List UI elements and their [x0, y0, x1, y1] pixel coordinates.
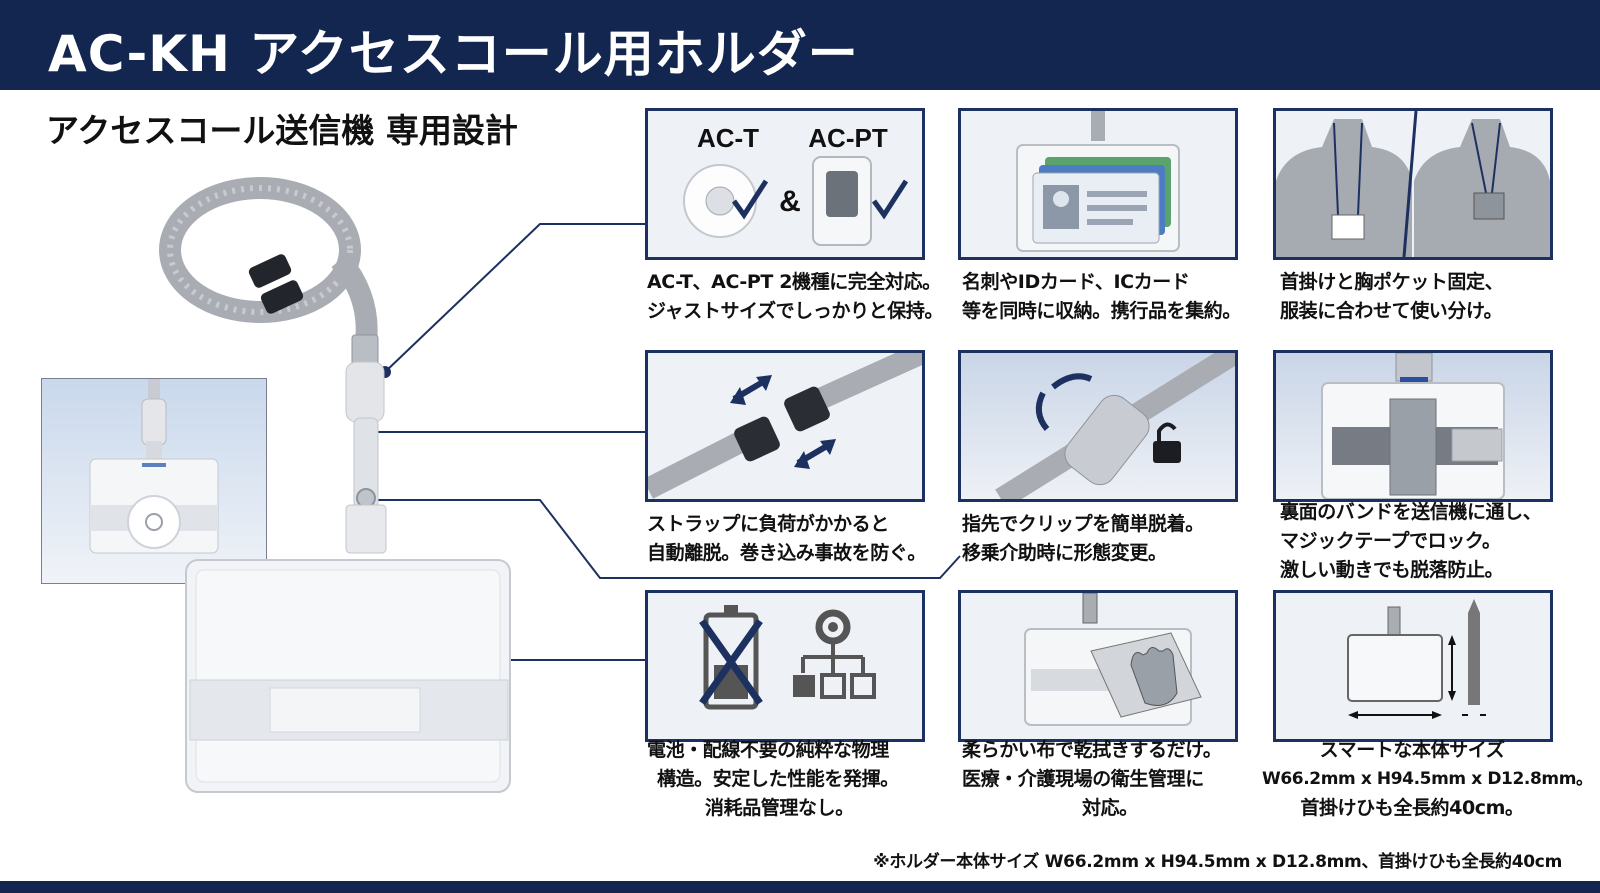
caption-cards: 名刺やIDカード、ICカード 等を同時に収納。携行品を集約。 — [962, 271, 1242, 322]
panel-compatibility: AC-T AC-PT & — [645, 108, 925, 260]
check-icon — [731, 179, 769, 220]
rotate-arrow-icon — [1051, 373, 1093, 390]
caption-breakaway: ストラップに負荷がかかると 自動離脱。巻き込み事故を防ぐ。 — [647, 513, 927, 564]
hygiene-illustration — [1024, 593, 1202, 726]
panel-cards — [958, 108, 1238, 260]
wear-illustration — [1276, 111, 1550, 257]
caption-no-battery: 電池・配線不要の純粋な物理 構造。安定した性能を発揮。 消耗品管理なし。 — [647, 739, 899, 819]
check-icon — [871, 179, 909, 220]
size-illustration — [1347, 599, 1486, 719]
breakaway-illustration — [648, 353, 922, 499]
caption-compatibility: AC-T、AC-PT 2機種に完全対応。 ジャストサイズでしっかりと保持。 — [647, 271, 944, 322]
caption-hygiene: 柔らかい布で乾拭きするだけ。 医療・介護現場の衛生管理に 対応。 — [962, 739, 1222, 819]
panel-clip — [958, 350, 1238, 502]
caption-band: 裏面のバンドを送信機に通し、 マジックテープでロック。 激しい動きでも脱落防止。 — [1280, 501, 1542, 581]
caption-size: スマートな本体サイズ W66.2mm x H94.5mm x D12.8mm。 … — [1262, 739, 1593, 819]
holder-with-transmitter-illustration — [89, 379, 219, 554]
panel-wear — [1273, 108, 1553, 260]
caption-clip: 指先でクリップを簡単脱着。 移乗介助時に形態変更。 — [962, 513, 1204, 564]
panel-no-battery — [645, 590, 925, 742]
panel-breakaway — [645, 350, 925, 502]
footnote: ※ホルダー本体サイズ W66.2mm x H94.5mm x D12.8mm、首… — [873, 852, 1562, 872]
no-battery-illustration — [699, 605, 876, 710]
battery-icon — [724, 605, 738, 615]
glove-icon — [1130, 647, 1178, 706]
page-title: AC-KH アクセスコール用ホルダー — [48, 25, 859, 83]
panel-hygiene — [958, 590, 1238, 742]
subtitle: アクセスコール送信機 専用設計 — [46, 111, 518, 150]
unlock-icon — [1153, 441, 1181, 463]
panel-band — [1273, 350, 1553, 502]
label-ac-pt: AC-PT — [808, 123, 888, 153]
caption-wear: 首掛けと胸ポケット固定、 服装に合わせて使い分け。 — [1280, 271, 1504, 322]
header-banner: AC-KH アクセスコール用ホルダー — [0, 0, 1600, 90]
cards-illustration — [1016, 111, 1180, 252]
network-icon — [801, 641, 865, 673]
compat-illustration: AC-T AC-PT & — [683, 123, 909, 246]
clip-illustration — [995, 353, 1235, 499]
holder-product-illustration — [159, 177, 511, 793]
footer-bar — [0, 881, 1600, 893]
inset-photo — [41, 378, 267, 584]
side-view — [1468, 613, 1480, 705]
panel-size — [1273, 590, 1553, 742]
label-ac-t: AC-T — [697, 123, 759, 153]
band-illustration — [1321, 353, 1505, 499]
ampersand: & — [779, 185, 801, 218]
